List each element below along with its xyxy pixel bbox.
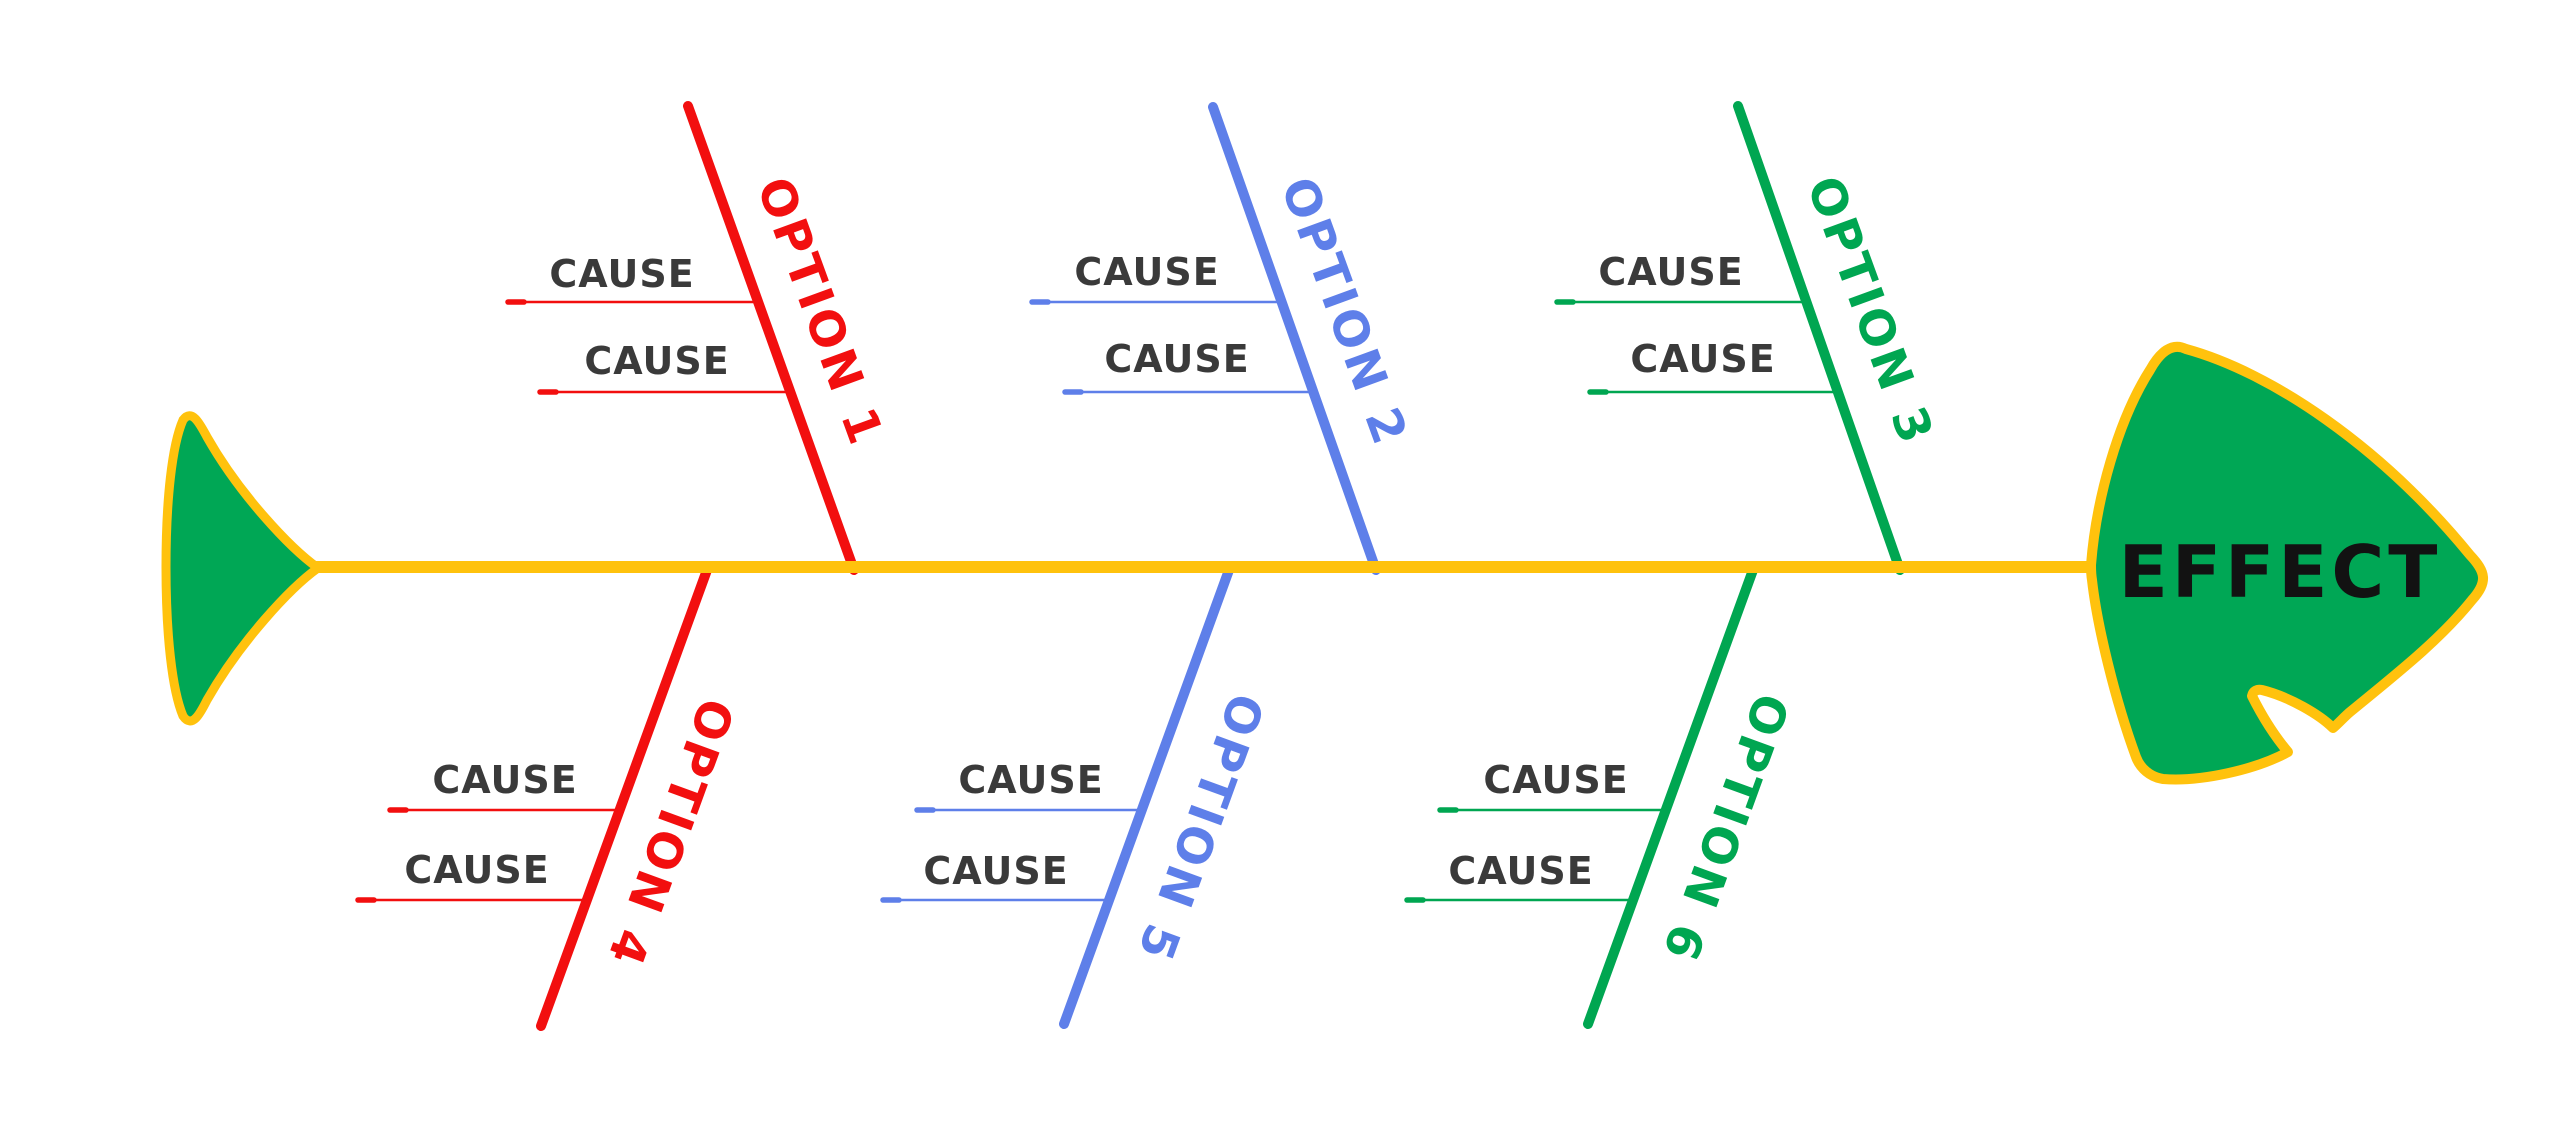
fish-tail-shape [161,411,323,726]
cause-label: CAUSE [923,849,1069,893]
cause-label: CAUSE [549,252,695,296]
fish-head-shape [2086,341,2488,785]
cause-label: CAUSE [1448,849,1594,893]
cause-label: CAUSE [1483,758,1629,802]
cause-label: CAUSE [1074,250,1220,294]
cause-label: CAUSE [1104,337,1250,381]
effect-label: EFFECT [2118,530,2442,614]
branch-line-option-6 [1583,565,1758,1029]
branch-line-option-4 [536,565,712,1031]
branch-line-option-1 [683,101,859,575]
branch-line-option-3 [1733,101,1905,575]
cause-label: CAUSE [404,848,550,892]
cause-label: CAUSE [958,758,1104,802]
branch-line-option-2 [1208,102,1381,575]
branch-line-option-5 [1059,565,1234,1029]
cause-label: CAUSE [1630,337,1776,381]
cause-label: CAUSE [1598,250,1744,294]
cause-label: CAUSE [584,339,730,383]
cause-label: CAUSE [432,758,578,802]
